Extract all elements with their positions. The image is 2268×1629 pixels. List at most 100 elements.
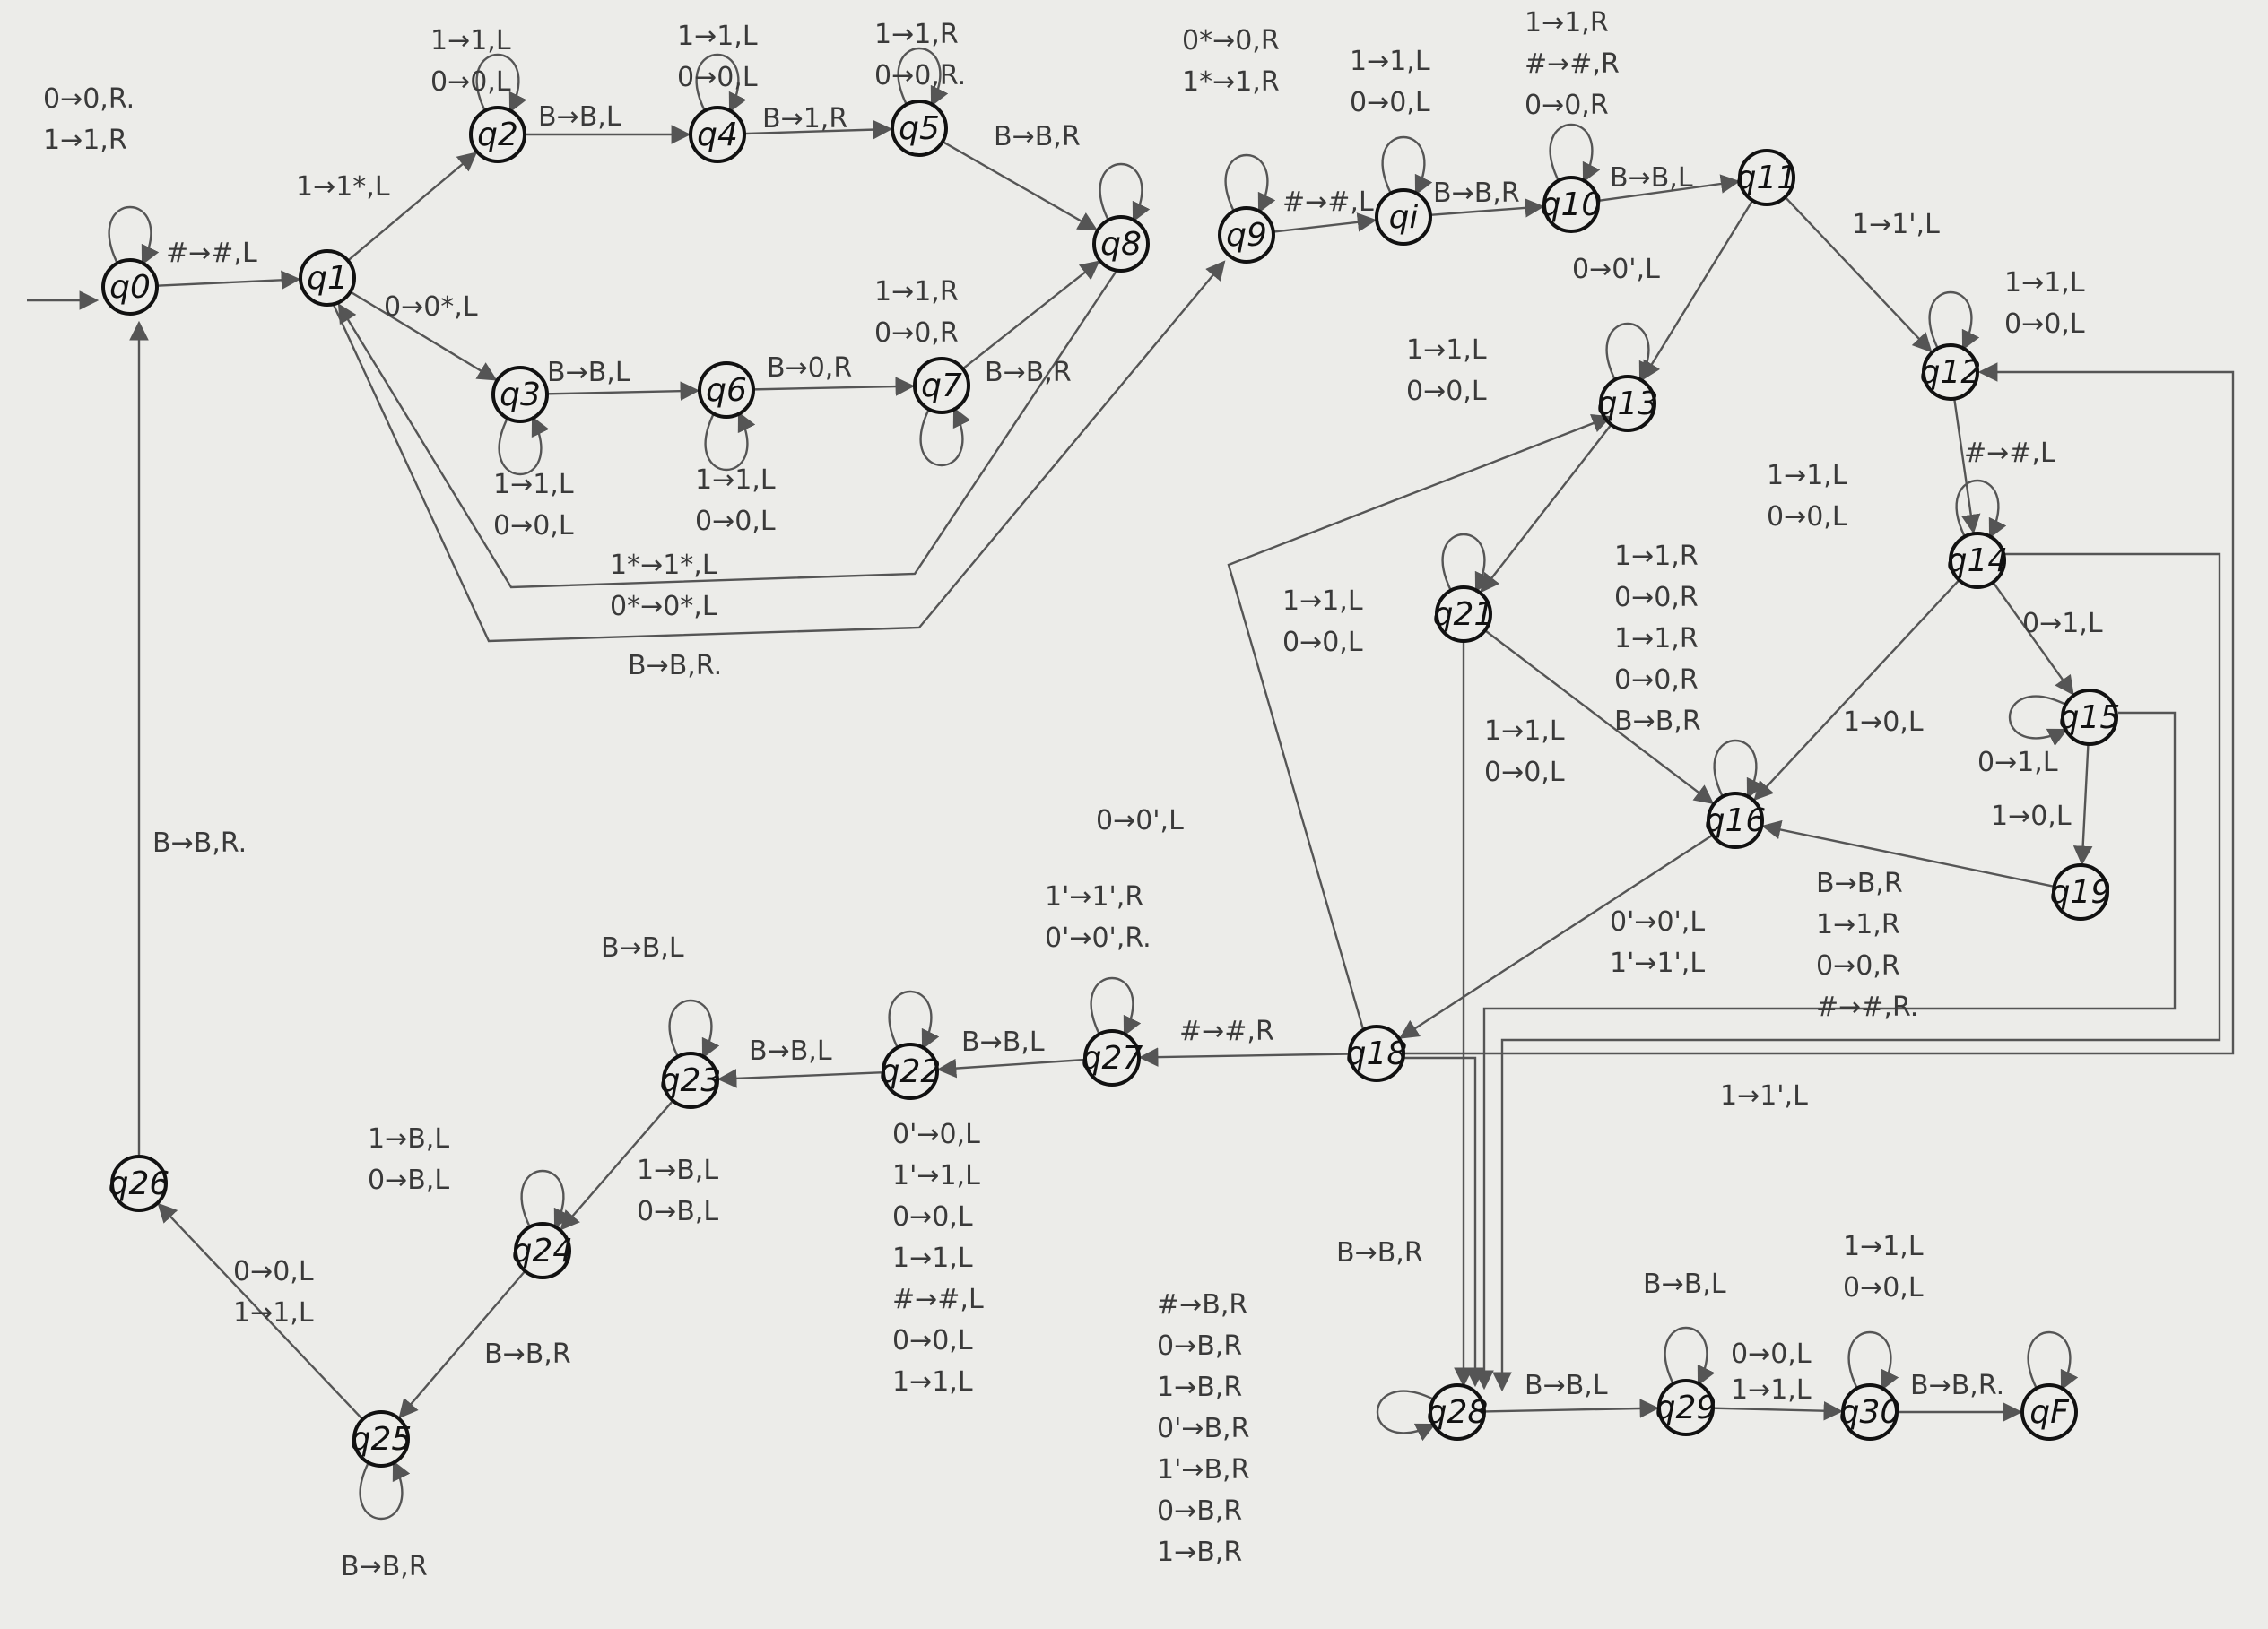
edge-q27-q22 [936,1058,1086,1079]
transition-text: 0→0,R [1816,950,1900,982]
edge-q18-q12 [1403,362,2235,1055]
state-q16: q16 [1705,792,1766,849]
state-q11: q11 [1736,149,1798,206]
self-loop-q22 [888,990,940,1050]
transition-text: 1'→1,L [892,1160,980,1191]
transition-edges [27,47,2235,1521]
transition-label-q18-q12: 1→1',L [1720,1080,1808,1112]
transition-label-q18-q28: B→B,R [1336,1237,1423,1269]
state-circle [1218,206,1275,264]
state-label: q2 [477,117,518,153]
transition-text: 1→B,L [637,1155,718,1186]
transition-label-q18-q13: 0→0',L [1096,805,1184,836]
self-loop-q14 [1955,479,2007,539]
edge-q1-q3 [350,290,498,381]
state-q2: q2 [469,106,526,163]
state-circle [1429,1383,1486,1441]
transition-text: 0→0,R [1525,90,1609,121]
transition-label-q6-self: 1→1,L0→0,L [695,464,776,537]
transition-text: B→B,R. [1910,1370,2004,1401]
self-loop-qi [1381,135,1433,195]
state-circle [1375,188,1432,246]
state-q0: q0 [101,258,159,316]
state-label: q24 [512,1233,574,1269]
transition-label-q15-self: 0→1,L [1977,747,2058,778]
transition-label-q10-q11: B→B,L [1610,162,1693,194]
transition-label-q7-self: 1→1,R0→0,R [874,276,959,349]
transition-text: 1→B,R [1157,1537,1242,1568]
state-label: q28 [1427,1394,1489,1431]
transition-text: #→B,R [1157,1289,1247,1321]
transition-label-q3-q6: B→B,L [547,357,630,388]
self-loop-q12 [1928,290,1980,351]
self-loop-q7 [919,407,971,467]
transition-label-q4-self: 1→1,L0→0,L [677,21,758,93]
transition-text: #→#,R [1179,1016,1274,1047]
transition-text: #→#,L [892,1284,984,1315]
edge-q5-q8 [942,140,1099,231]
edge-q14-q15 [1992,581,2074,696]
edge-q15-q19 [2072,743,2093,866]
state-circle [1348,1025,1405,1082]
state-circle [299,249,356,307]
transition-text: 0→B,R [1157,1495,1242,1527]
state-circle [882,1043,939,1100]
state-circle [1949,532,2006,589]
transition-text: B→B,R [985,357,1072,388]
transition-label-q23-self: B→B,L [601,932,684,964]
transition-text: 0→0,R [874,317,959,349]
transition-label-q0-q1: #→#,L [166,238,257,269]
transition-text: 0'→0',L [1610,906,1705,938]
transition-text: B→B,R [1816,868,1903,899]
state-circle [1657,1379,1715,1436]
edge-q18-q13 [1227,413,1612,1030]
edge-q22-q23 [717,1069,884,1088]
transition-text: 1→1,R [874,19,959,50]
state-q18: q18 [1346,1025,1407,1082]
transition-text: 0*→0,R [1182,25,1280,56]
self-loop-q23 [668,999,720,1059]
edge-q4-q5 [743,119,893,140]
transition-label-q29-self: B→B,L [1643,1269,1726,1300]
state-q14: q14 [1947,532,2008,589]
state-label: q8 [1100,226,1142,263]
transition-text: B→B,R [484,1339,571,1370]
transition-text: 1→0,L [1843,706,1924,738]
self-loop-q0 [108,205,160,265]
edge-q28-q29 [1483,1399,1660,1418]
transition-text: 1→1,L [2004,267,2085,299]
transition-text: #→#,L [1282,186,1374,218]
transition-text: #→#,R [1525,48,1620,80]
state-q29: q29 [1655,1379,1717,1436]
transition-text: 1→B,L [368,1123,449,1155]
transition-text: #→#,R. [1816,992,1918,1023]
state-q3: q3 [491,366,549,423]
state-q12: q12 [1920,343,1981,401]
state-label: q23 [660,1062,722,1099]
state-label: q11 [1736,160,1798,196]
edge-q13-q21 [1480,423,1612,594]
state-circle [689,106,746,163]
transition-text: 1→1,R [1525,7,1609,39]
state-label: q10 [1541,186,1603,223]
transition-text: B→0,R [767,352,852,384]
self-loop-q25 [359,1460,411,1521]
transition-label-q21-q16: 1→1,L0→0,L [1484,715,1565,788]
transition-text: 1→1,L [1406,334,1487,366]
transition-text: 0→0,L [1484,757,1565,788]
state-label: q1 [307,260,348,297]
state-label: q9 [1226,217,1267,254]
transition-text: 1→1,L [1731,1374,1812,1406]
transition-label-q22-self: 0'→0,L1'→1,L0→0,L1→1,L#→#,L0→0,L1→1,L [892,1119,984,1398]
self-loop-q28 [1376,1390,1436,1442]
transition-text: 1*→1,R [1182,66,1280,98]
edge-q12-q14 [1953,398,1981,534]
state-label: q29 [1655,1390,1717,1426]
transition-label-qi-q10: B→B,R [1433,178,1520,209]
transition-label-q29-note: 0→0,L [1731,1339,1812,1370]
transition-label-q1-q2: 1→1*,L [296,171,390,203]
transition-text: 0→0,L [695,506,776,537]
transition-text: 0→0,R [1614,582,1699,613]
